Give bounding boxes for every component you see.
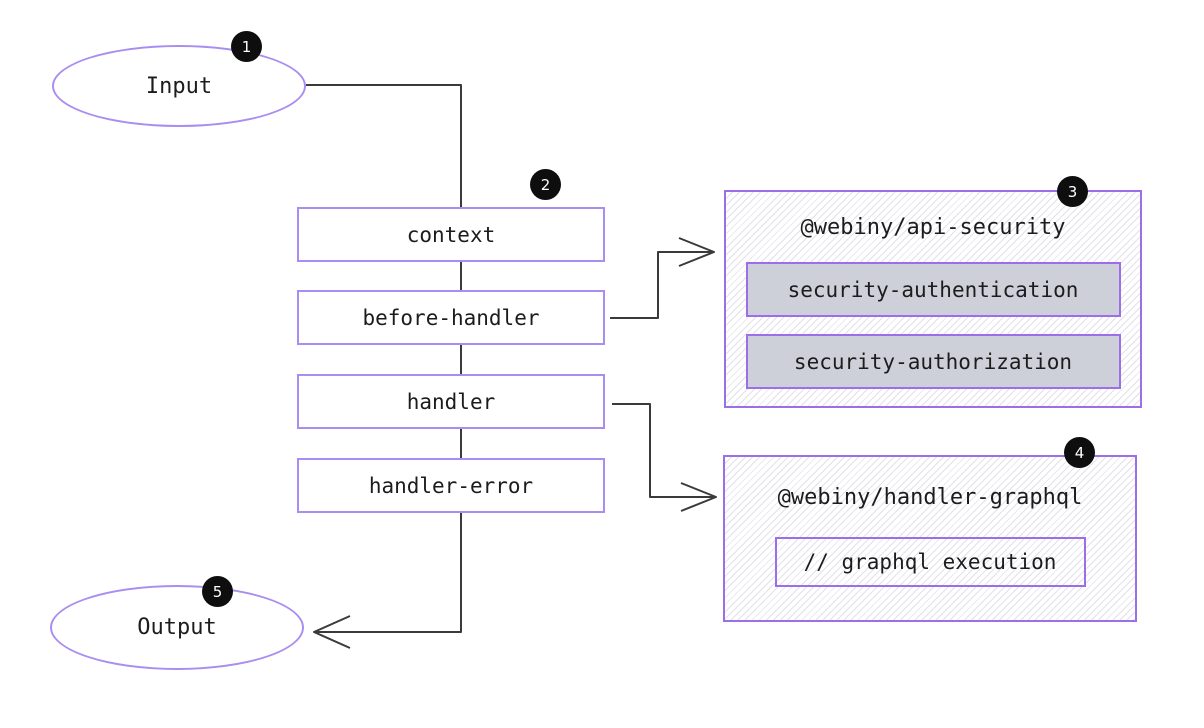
plugin-security-authentication: security-authentication (745, 262, 1121, 317)
node-input: Input (52, 45, 306, 127)
plugin-graphql-execution: // graphql execution (774, 537, 1086, 587)
edge-input-to-output (306, 84, 462, 633)
step-badge-5: 5 (202, 576, 233, 607)
node-handler-error: handler-error (297, 458, 605, 513)
node-handler: handler (297, 374, 605, 429)
node-api-security: @webiny/api-security security-authentica… (724, 190, 1142, 408)
arrowhead-api-security-icon (678, 237, 715, 267)
edge-before-handler-to-api-security (610, 251, 712, 319)
node-context: context (297, 207, 605, 262)
node-context-label: context (406, 222, 496, 247)
step-badge-1: 1 (231, 31, 262, 62)
node-handler-error-label: handler-error (368, 473, 534, 498)
arrowhead-output-icon (313, 615, 351, 649)
node-before-handler: before-handler (297, 290, 605, 345)
node-output-label: Output (137, 615, 217, 640)
node-output: Output (50, 585, 304, 670)
step-badge-2: 2 (530, 169, 561, 200)
edge-handler-to-handler-graphql (612, 403, 714, 498)
api-security-title: @webiny/api-security (800, 214, 1066, 240)
node-before-handler-label: before-handler (362, 305, 540, 330)
node-handler-label: handler (406, 389, 496, 414)
step-badge-3: 3 (1057, 176, 1088, 207)
node-input-label: Input (145, 73, 213, 99)
node-handler-graphql: @webiny/handler-graphql // graphql execu… (723, 455, 1137, 622)
arrowhead-handler-graphql-icon (680, 482, 717, 512)
plugin-security-authorization: security-authorization (745, 334, 1121, 389)
step-badge-4: 4 (1064, 437, 1095, 468)
handler-graphql-title: @webiny/handler-graphql (777, 484, 1083, 510)
